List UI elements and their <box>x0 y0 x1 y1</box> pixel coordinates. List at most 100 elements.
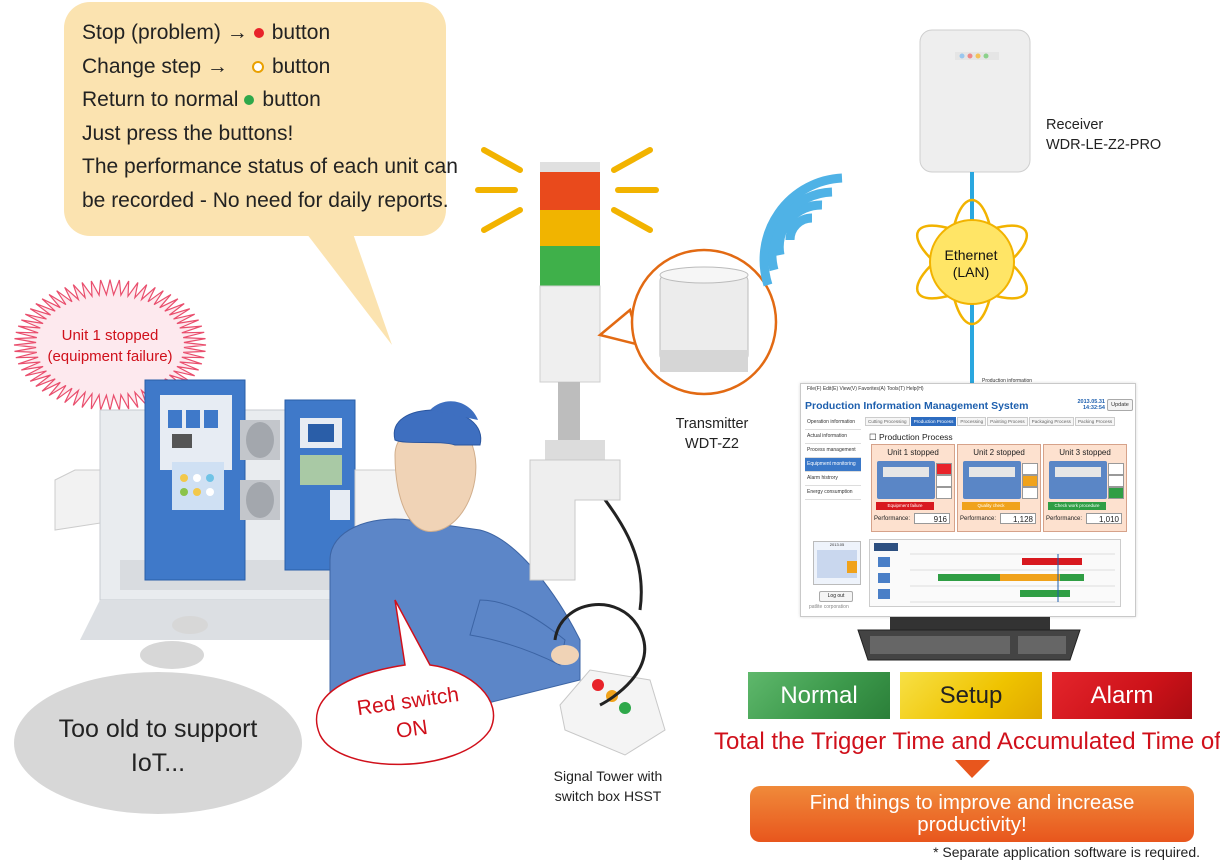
tab-packing[interactable]: Packing Process <box>1074 417 1116 426</box>
perf-value: 1,010 <box>1086 513 1122 524</box>
unit-stopped-alert: Unit 1 stopped (equipment failure) <box>20 325 200 367</box>
transmitter-name: Transmitter <box>675 416 749 432</box>
section-title: ☐ Production Process <box>869 432 953 442</box>
tab-production[interactable]: Production Process <box>910 417 957 426</box>
ethernet-sun <box>915 198 1029 326</box>
thought-text: Too old to support IoT... <box>14 712 302 780</box>
instruction-text: Stop (problem) →button Change step →butt… <box>82 16 458 218</box>
timeline-chart <box>869 539 1121 607</box>
green-dot-icon <box>244 95 255 106</box>
sidebar-item-energy[interactable]: Energy consumption <box>805 486 861 500</box>
perf-label: Performance: <box>874 516 911 522</box>
lamp-yellow <box>1108 475 1124 487</box>
tab-processing[interactable]: Processing <box>957 417 987 426</box>
button-word: button <box>271 54 331 78</box>
tab-painting[interactable]: Painting Process <box>987 417 1028 426</box>
tower-line-2: switch box HSST <box>554 788 662 804</box>
normal-instruction: Return to normal <box>82 88 239 112</box>
receiver-name: Receiver <box>1046 117 1104 133</box>
wireless-waves <box>759 173 843 287</box>
timeline-svg <box>874 543 1115 603</box>
button-word: button <box>271 21 331 44</box>
sidebar: Operation information Actual information… <box>805 416 861 500</box>
lamp-yellow <box>936 475 952 487</box>
machine-illustration <box>54 379 416 640</box>
instruction-bubble <box>64 2 446 236</box>
transmitter-zoom <box>597 248 778 396</box>
ethernet-label: Ethernet (LAN) <box>928 247 1014 281</box>
tower-line-1: Signal Tower with <box>553 768 663 784</box>
normal-legend: Normal <box>748 672 890 719</box>
perf-value: 1,128 <box>1000 513 1036 524</box>
calendar[interactable]: 2013.05 <box>813 541 861 585</box>
lamp-red <box>1108 463 1124 475</box>
software-note: * Separate application software is requi… <box>933 844 1200 860</box>
monitor-screen: File(F) Edit(E) View(V) Favorites(A) Too… <box>800 383 1136 617</box>
perf-label: Performance: <box>1046 516 1083 522</box>
datetime: 2013.05.31 14:32:54 <box>1073 399 1105 411</box>
button-word: button <box>262 88 321 112</box>
improve-banner <box>750 786 1194 842</box>
update-button[interactable]: Update <box>1107 399 1133 411</box>
unit-name: Unit 1 stopped <box>887 448 939 457</box>
tab-cutting[interactable]: Cutting Processing <box>865 417 910 426</box>
ethernet-line-2: (LAN) <box>952 264 990 280</box>
transmitter-model: WDT-Z2 <box>685 436 739 452</box>
thought-bubble <box>14 672 302 814</box>
improve-text: Find things to improve and increase prod… <box>750 792 1194 836</box>
unit-name: Unit 3 stopped <box>1059 448 1111 457</box>
alarm-legend: Alarm <box>1052 672 1192 719</box>
alert-line-2: (equipment failure) <box>47 348 173 365</box>
improve-line-1: Find things to improve and increase <box>809 791 1135 814</box>
unit-status: Equipment failure <box>876 502 934 510</box>
sidebar-item-operation[interactable]: Operation information <box>805 416 861 430</box>
system-title: Production Information Management System <box>805 400 1029 412</box>
calendar-grid <box>817 550 857 578</box>
logout-button[interactable]: Log out <box>819 591 853 602</box>
red-switch-bubble <box>315 599 495 766</box>
perf-label: Performance: <box>960 516 997 522</box>
lamp-green <box>1108 487 1124 499</box>
machine-icon <box>1049 461 1107 499</box>
thought-dot-1 <box>172 616 208 634</box>
sidebar-item-process[interactable]: Process management <box>805 444 861 458</box>
total-time-text: Total the Trigger Time and Accumulated T… <box>714 728 1220 755</box>
alert-line-1: Unit 1 stopped <box>61 327 159 344</box>
browser-menu: File(F) Edit(E) View(V) Favorites(A) Too… <box>807 386 924 392</box>
time-text: 14:32:54 <box>1082 405 1105 411</box>
lamp-green <box>1022 487 1038 499</box>
unit-card-2: Unit 2 stopped Quality check Performance… <box>957 444 1041 532</box>
signal-tower <box>475 147 659 581</box>
unit-card-1: Unit 1 stopped Equipment failure Perform… <box>871 444 955 532</box>
unit-name: Unit 2 stopped <box>973 448 1025 457</box>
date-text: 2013.05.31 <box>1077 399 1105 405</box>
daily-reports-text: be recorded - No need for daily reports. <box>82 188 449 212</box>
transmitter-label: Transmitter WDT-Z2 <box>662 414 762 454</box>
unit-status: Check work procedure <box>1048 502 1106 510</box>
sidebar-item-alarm[interactable]: Alarm histrory <box>805 472 861 486</box>
tab-packaging[interactable]: Packaging Process <box>1028 417 1074 426</box>
lamp-green <box>936 487 952 499</box>
orange-dot-icon <box>251 60 264 73</box>
ethernet-line-1: Ethernet <box>944 247 998 263</box>
corp-name: patlite corporation <box>809 604 849 610</box>
machine-icon <box>877 461 935 499</box>
network-label: Production information <box>982 378 1033 384</box>
lamp-red <box>936 463 952 475</box>
signal-tower-label: Signal Tower with switch box HSST <box>548 766 668 806</box>
calendar-month: 2013.05 <box>829 542 845 547</box>
perf-value: 916 <box>914 513 950 524</box>
sidebar-item-equipment[interactable]: Equipment monitoring <box>805 458 861 472</box>
unit-card-3: Unit 3 stopped Check work procedure Perf… <box>1043 444 1127 532</box>
thought-line-1: Too old to support <box>58 715 258 743</box>
down-arrow <box>955 760 990 778</box>
setup-legend: Setup <box>900 672 1042 719</box>
performance-text: The performance status of each unit can <box>82 155 458 179</box>
lamp-red <box>1022 463 1038 475</box>
receiver-device <box>919 29 1031 173</box>
bubble-tail <box>300 225 392 345</box>
sidebar-item-actual[interactable]: Actual information <box>805 430 861 444</box>
receiver-model: WDR-LE-Z2-PRO <box>1046 137 1162 153</box>
